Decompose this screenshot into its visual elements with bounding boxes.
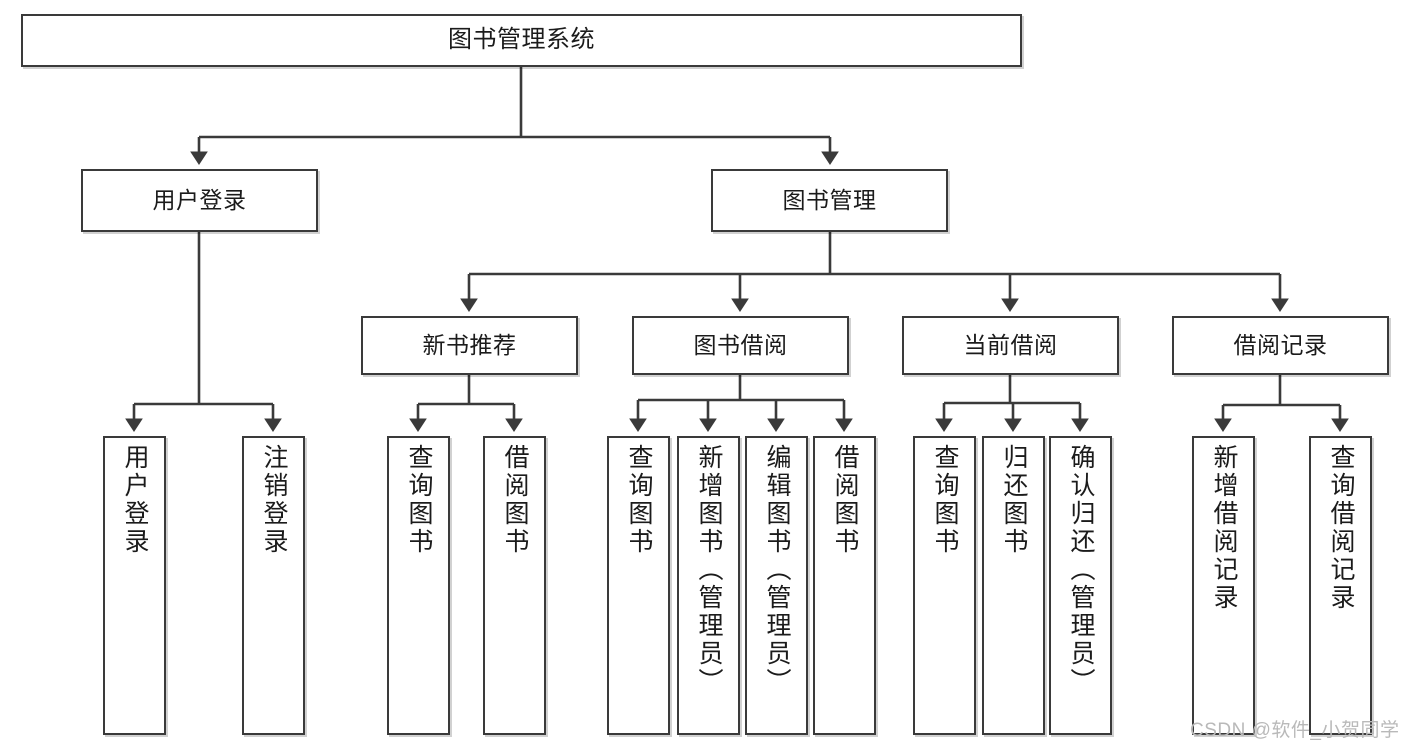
leaf-add-book-label: 新增图书（管理员） <box>695 444 723 696</box>
leaf-confirm-return-label: 确认归还（管理员） <box>1067 444 1095 696</box>
node-new-book-recommend-label: 新书推荐 <box>422 331 517 358</box>
leaf-query-book-1-label: 查询图书 <box>405 444 433 556</box>
leaf-return-book[interactable]: 归还图书 <box>982 436 1045 735</box>
leaf-logout-label: 注销登录 <box>260 444 288 556</box>
leaf-confirm-return[interactable]: 确认归还（管理员） <box>1049 436 1112 735</box>
leaf-query-record-label: 查询借阅记录 <box>1327 444 1355 612</box>
node-borrow-record-label: 借阅记录 <box>1233 331 1328 358</box>
leaf-edit-book-label: 编辑图书（管理员） <box>763 444 791 696</box>
leaf-query-record[interactable]: 查询借阅记录 <box>1309 436 1372 735</box>
leaf-query-book-2[interactable]: 查询图书 <box>607 436 670 735</box>
leaf-logout[interactable]: 注销登录 <box>242 436 305 735</box>
leaf-borrow-book-1-label: 借阅图书 <box>501 444 529 556</box>
node-borrow-record[interactable]: 借阅记录 <box>1172 316 1389 375</box>
node-book-borrow[interactable]: 图书借阅 <box>632 316 849 375</box>
leaf-user-login-label: 用户登录 <box>121 444 149 556</box>
leaf-query-book-2-label: 查询图书 <box>625 444 653 556</box>
node-current-borrow[interactable]: 当前借阅 <box>902 316 1119 375</box>
leaf-borrow-book-2[interactable]: 借阅图书 <box>813 436 876 735</box>
leaf-query-book-3[interactable]: 查询图书 <box>913 436 976 735</box>
leaf-add-record-label: 新增借阅记录 <box>1210 444 1238 612</box>
node-user-login[interactable]: 用户登录 <box>81 169 318 232</box>
leaf-borrow-book-2-label: 借阅图书 <box>831 444 859 556</box>
node-root[interactable]: 图书管理系统 <box>21 14 1022 67</box>
node-new-book-recommend[interactable]: 新书推荐 <box>361 316 578 375</box>
watermark: CSDN @软件_小贺同学 <box>1190 720 1400 741</box>
leaf-edit-book[interactable]: 编辑图书（管理员） <box>745 436 808 735</box>
leaf-borrow-book-1[interactable]: 借阅图书 <box>483 436 546 735</box>
node-book-manage-label: 图书管理 <box>782 186 877 213</box>
leaf-query-book-1[interactable]: 查询图书 <box>387 436 450 735</box>
node-root-label: 图书管理系统 <box>448 26 595 54</box>
node-user-login-label: 用户登录 <box>152 186 247 213</box>
leaf-user-login[interactable]: 用户登录 <box>103 436 166 735</box>
leaf-return-book-label: 归还图书 <box>1000 444 1028 556</box>
node-book-borrow-label: 图书借阅 <box>693 331 788 358</box>
leaf-query-book-3-label: 查询图书 <box>931 444 959 556</box>
node-current-borrow-label: 当前借阅 <box>963 331 1058 358</box>
leaf-add-record[interactable]: 新增借阅记录 <box>1192 436 1255 735</box>
leaf-add-book[interactable]: 新增图书（管理员） <box>677 436 740 735</box>
node-book-manage[interactable]: 图书管理 <box>711 169 948 232</box>
